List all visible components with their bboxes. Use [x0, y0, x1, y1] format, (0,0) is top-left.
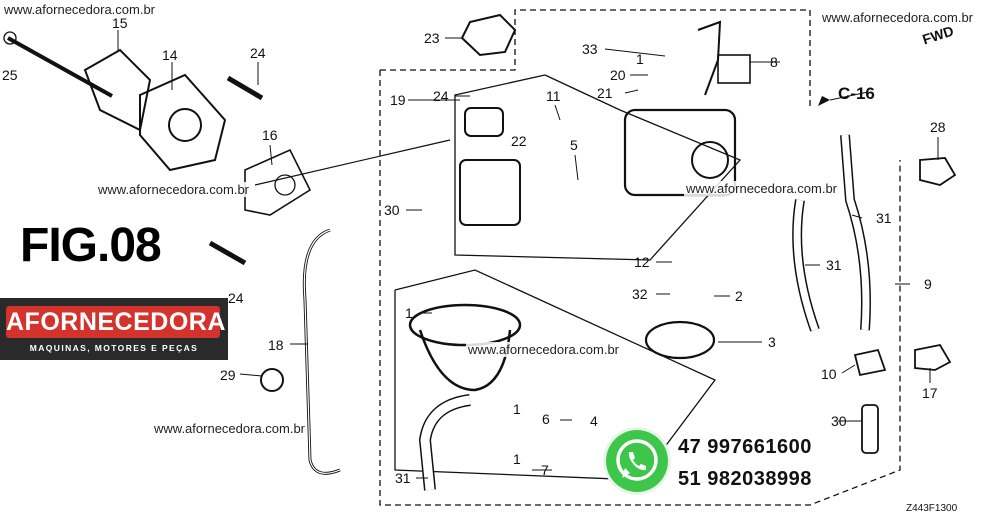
bowl-box [394, 269, 717, 481]
callout-11: 11 [546, 88, 561, 104]
callout-31-right: 31 [876, 210, 892, 226]
clip-26 [919, 157, 957, 186]
plate-15 [244, 148, 312, 216]
callout-24-top: 24 [250, 45, 266, 61]
bolt-25-head [3, 31, 17, 45]
bolt-24-bottom [208, 240, 247, 266]
callout-28: 30 [384, 202, 400, 218]
whatsapp-glyph [616, 439, 658, 481]
callout-5: 5 [570, 137, 578, 153]
watermark-6: www.afornecedora.com.br [152, 421, 308, 436]
bolt-25 [7, 36, 113, 98]
callout-21: 22 [511, 133, 527, 149]
callout-6: 6 [542, 411, 550, 427]
callout-15: 16 [262, 127, 278, 143]
arrow-c16 [818, 96, 830, 106]
watermark-5: www.afornecedora.com.br [466, 342, 622, 357]
callout-9: 9 [924, 276, 932, 292]
brand-logo: AFORNECEDORA [6, 306, 226, 338]
drawing-code: Z443F1300 [906, 503, 958, 514]
callout-13: 14 [162, 47, 178, 63]
phone-1[interactable]: 47 997661600 [678, 436, 812, 458]
assembly-outline-top [380, 9, 811, 108]
whatsapp-icon[interactable] [606, 430, 668, 492]
callout-4: 4 [590, 413, 598, 429]
bolt-24-top [226, 75, 264, 101]
callout-2: 2 [735, 288, 743, 304]
clip-16 [914, 343, 952, 371]
cap-22 [460, 13, 517, 57]
carb-box [454, 74, 742, 261]
callout-19: 20 [610, 67, 626, 83]
callout-8: 8 [770, 54, 778, 70]
brand-banner: AFORNECEDORA MAQUINAS, MOTORES E PEÇAS [0, 298, 228, 360]
callout-17: 18 [268, 337, 284, 353]
callout-31-left: 31 [826, 257, 842, 273]
phone-2[interactable]: 51 982038998 [678, 468, 812, 490]
float-chamber-1 [408, 303, 522, 347]
callout-3: 3 [768, 334, 776, 350]
callout-1-top: 1 [636, 51, 644, 67]
callout-32: 32 [632, 286, 648, 302]
brand-tagline: MAQUINAS, MOTORES E PEÇAS [29, 343, 199, 353]
figure-title: FIG.08 [20, 219, 162, 272]
assembly-outline-bottom [379, 70, 901, 506]
callout-1-bowl: 1 [405, 305, 413, 321]
callout-27: 29 [220, 367, 236, 383]
gasket-3 [644, 320, 716, 360]
joint-10 [853, 348, 887, 377]
band-27 [260, 368, 284, 392]
callout-7: 7 [541, 462, 549, 478]
valve-body-18 [459, 159, 521, 226]
callout-26: 28 [930, 119, 946, 135]
reference-c16: C-16 [838, 84, 875, 103]
callout-10: 10 [821, 366, 837, 382]
carburetor-body [623, 108, 737, 197]
watermark-3: www.afornecedora.com.br [96, 182, 252, 197]
callout-24-bottom: 24 [228, 290, 244, 306]
callout-29: 31 [395, 470, 411, 486]
callout-1-a: 1 [513, 401, 521, 417]
watermark-1: www.afornecedora.com.br [2, 2, 158, 17]
callout-33: 33 [582, 41, 598, 57]
insulator-13 [139, 73, 227, 172]
callout-16: 17 [922, 385, 938, 401]
callout-14: 15 [112, 15, 128, 31]
watermark-2: www.afornecedora.com.br [820, 10, 976, 25]
callout-22: 23 [424, 30, 440, 46]
tube-30 [861, 404, 879, 454]
callout-23: 24 [433, 88, 449, 104]
callout-20: 21 [597, 85, 613, 101]
watermark-4: www.afornecedora.com.br [684, 181, 840, 196]
callout-30: 30 [831, 413, 847, 429]
lever-8 [697, 20, 722, 96]
callout-18: 19 [390, 92, 406, 108]
solenoid [464, 107, 504, 137]
callout-12: 12 [634, 254, 650, 270]
callout-25: 25 [2, 67, 18, 83]
gasket-14 [83, 48, 152, 132]
callout-1-b: 1 [513, 451, 521, 467]
ref-line [254, 139, 451, 186]
